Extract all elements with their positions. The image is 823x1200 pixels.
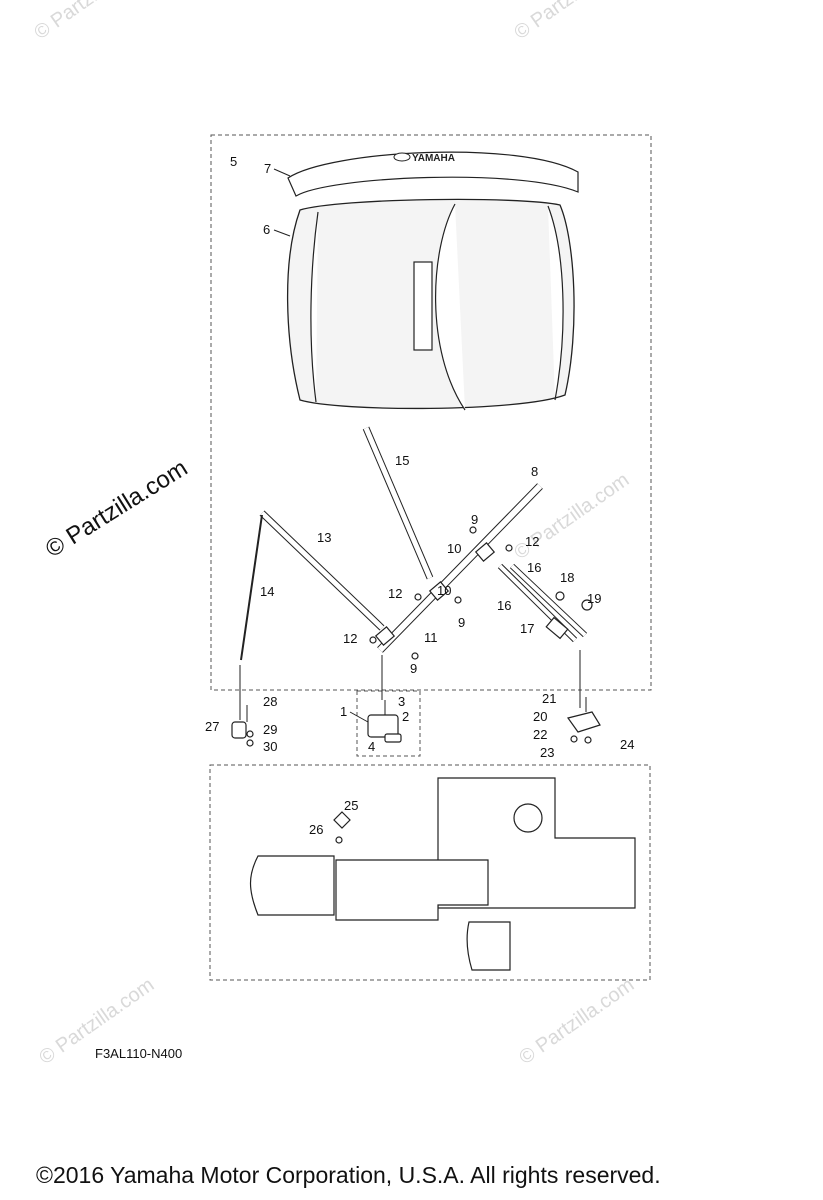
callout-26: 26 <box>309 822 323 837</box>
mat-kit-box <box>209 764 651 981</box>
callout-3: 3 <box>398 694 405 709</box>
callout-4: 4 <box>368 739 375 754</box>
callout-10-top: 10 <box>447 541 461 556</box>
callout-1: 1 <box>340 704 347 719</box>
callout-30: 30 <box>263 739 277 754</box>
callout-25: 25 <box>344 798 358 813</box>
yamaha-plate: YAMAHA <box>287 151 579 197</box>
callout-7: 7 <box>264 161 271 176</box>
callouts: 5 7 6 15 8 9 10 12 13 16 18 12 10 16 19 … <box>205 154 634 837</box>
watermark-partzilla: © Partzilla.com <box>41 454 192 563</box>
cover-assembly-box <box>210 134 652 691</box>
callout-11: 11 <box>424 630 438 645</box>
diagram-code: F3AL110-N400 <box>95 1046 182 1061</box>
callout-14: 14 <box>260 584 274 599</box>
callout-9-mid: 9 <box>458 615 465 630</box>
callout-6: 6 <box>263 222 270 237</box>
yamaha-logo-icon <box>393 152 411 162</box>
plate-brand-text: YAMAHA <box>412 153 455 164</box>
callout-9-bottom: 9 <box>410 661 417 676</box>
copyright-notice: ©2016 Yamaha Motor Corporation, U.S.A. A… <box>36 1162 661 1188</box>
watermark-top-left: © Partzilla.com <box>30 0 153 44</box>
callout-12-left: 12 <box>343 631 357 646</box>
callout-8: 8 <box>531 464 538 479</box>
callout-9-top: 9 <box>471 512 478 527</box>
callout-5: 5 <box>230 154 237 169</box>
watermark-bottom-right: © Partzilla.com <box>515 974 638 1069</box>
watermark-top-right: © Partzilla.com <box>510 0 633 44</box>
right-fasteners <box>566 697 601 744</box>
callout-24: 24 <box>620 737 634 752</box>
callout-29: 29 <box>263 722 277 737</box>
callout-10-mid: 10 <box>437 583 451 598</box>
watermark-mid-right: © Partzilla.com <box>510 469 633 564</box>
cover-patch <box>413 261 433 351</box>
bimini-cover <box>286 198 575 411</box>
bracket-assembly <box>367 700 402 743</box>
callout-17: 17 <box>520 621 534 636</box>
callout-20: 20 <box>533 709 547 724</box>
bracket-kit-box <box>356 690 421 757</box>
callout-22: 22 <box>533 727 547 742</box>
callout-27: 27 <box>205 719 219 734</box>
frame-tubes <box>240 426 593 661</box>
callout-19: 19 <box>587 591 601 606</box>
callout-12-mid: 12 <box>388 586 402 601</box>
callout-15: 15 <box>395 453 409 468</box>
callout-21: 21 <box>542 691 556 706</box>
callout-2: 2 <box>402 709 409 724</box>
callout-12-right: 12 <box>525 534 539 549</box>
left-fasteners <box>231 705 254 747</box>
callout-13: 13 <box>317 530 331 545</box>
mat-kit <box>249 777 636 971</box>
callout-18: 18 <box>560 570 574 585</box>
callout-16-top: 16 <box>527 560 541 575</box>
callout-16-left: 16 <box>497 598 511 613</box>
callout-28: 28 <box>263 694 277 709</box>
callout-23: 23 <box>540 745 554 760</box>
